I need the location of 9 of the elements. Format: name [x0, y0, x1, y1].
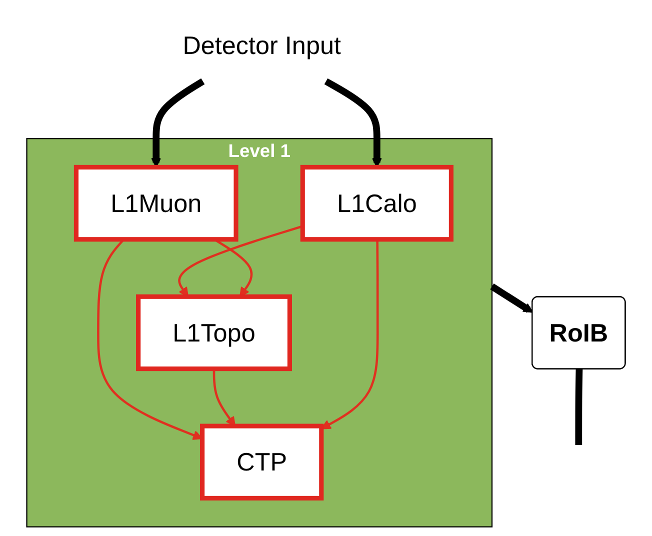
arrow — [212, 368, 236, 426]
connector — [575, 369, 583, 445]
arrow — [490, 284, 534, 313]
node-box: L1Calo — [300, 164, 454, 242]
arrow — [320, 239, 379, 430]
node-box: L1Topo — [136, 294, 292, 372]
node-box: CTP — [200, 424, 324, 500]
node-text: Detector Input — [182, 30, 341, 60]
node-box: L1Muon — [74, 164, 238, 242]
